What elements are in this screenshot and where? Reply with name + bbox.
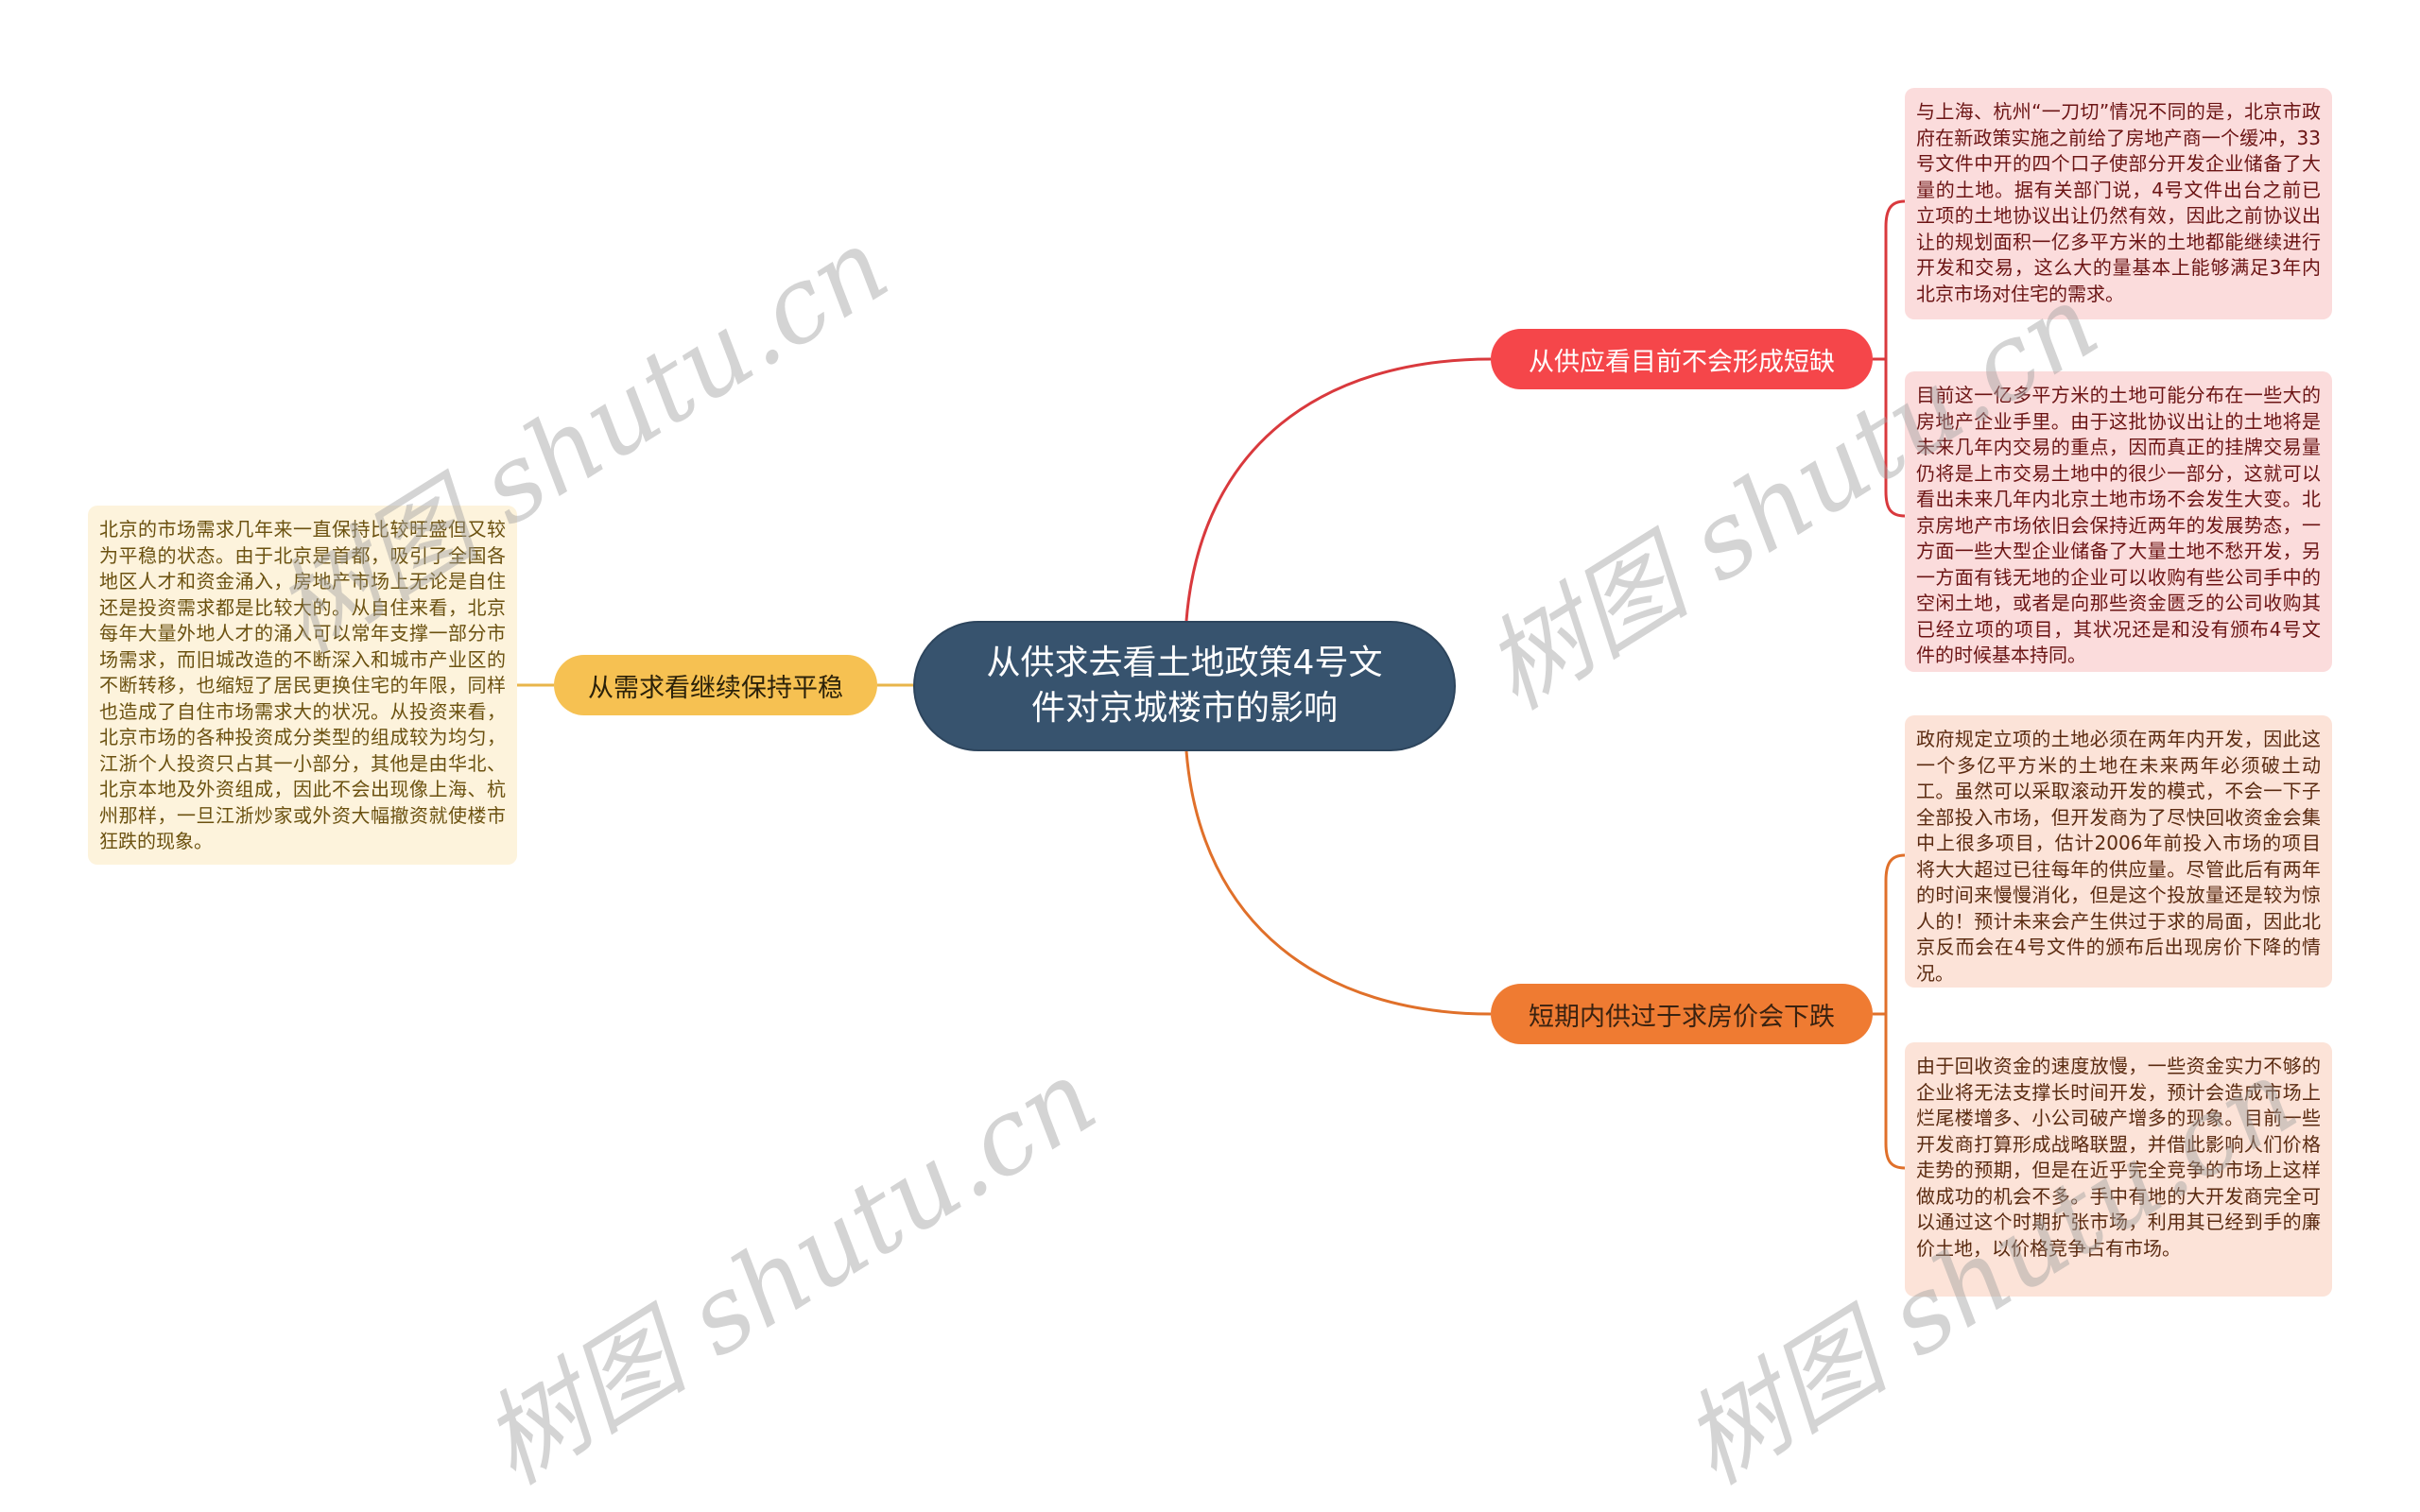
leaf-supply-2[interactable]: 目前这一亿多平方米的土地可能分布在一些大的房地产企业手里。由于这批协议出让的土地… — [1905, 371, 2332, 672]
leaf-short-term-2[interactable]: 由于回收资金的速度放慢，一些资金实力不够的企业将无法支撑长时间开发，预计会造成市… — [1905, 1042, 2332, 1297]
root-label: 从供求去看土地政策4号文件对京城楼市的影响 — [986, 644, 1383, 728]
mindmap-canvas: 从供求去看土地政策4号文件对京城楼市的影响 从供应看目前不会形成短缺 短期内供过… — [88, 88, 2332, 1507]
leaf-text: 北京的市场需求几年来一直保持比较旺盛但又较为平稳的状态。由于北京是首都，吸引了全… — [99, 518, 506, 852]
leaf-demand-1[interactable]: 北京的市场需求几年来一直保持比较旺盛但又较为平稳的状态。由于北京是首都，吸引了全… — [88, 506, 517, 865]
leaf-supply-1[interactable]: 与上海、杭州“一刀切”情况不同的是，北京市政府在新政策实施之前给了房地产商一个缓… — [1905, 88, 2332, 319]
branch-supply[interactable]: 从供应看目前不会形成短缺 — [1491, 329, 1873, 389]
branch-supply-label: 从供应看目前不会形成短缺 — [1529, 347, 1835, 377]
root-node[interactable]: 从供求去看土地政策4号文件对京城楼市的影响 — [913, 621, 1456, 751]
leaf-text: 由于回收资金的速度放慢，一些资金实力不够的企业将无法支撑长时间开发，预计会造成市… — [1916, 1055, 2321, 1260]
branch-demand-label: 从需求看继续保持平稳 — [588, 673, 843, 703]
leaf-text: 目前这一亿多平方米的土地可能分布在一些大的房地产企业手里。由于这批协议出让的土地… — [1916, 384, 2321, 666]
leaf-short-term-1[interactable]: 政府规定立项的土地必须在两年内开发，因此这一个多亿平方米的土地在未来两年必须破土… — [1905, 715, 2332, 988]
branch-short-term-label: 短期内供过于求房价会下跌 — [1529, 1002, 1835, 1032]
connector-root-supply — [1184, 357, 1492, 622]
branch-demand[interactable]: 从需求看继续保持平稳 — [554, 655, 877, 715]
leaf-text: 与上海、杭州“一刀切”情况不同的是，北京市政府在新政策实施之前给了房地产商一个缓… — [1916, 100, 2321, 305]
connector-root-short — [1184, 750, 1492, 1016]
branch-short-term[interactable]: 短期内供过于求房价会下跌 — [1491, 984, 1873, 1044]
connector-lines — [517, 199, 1906, 1170]
leaf-text: 政府规定立项的土地必须在两年内开发，因此这一个多亿平方米的土地在未来两年必须破土… — [1916, 728, 2321, 985]
